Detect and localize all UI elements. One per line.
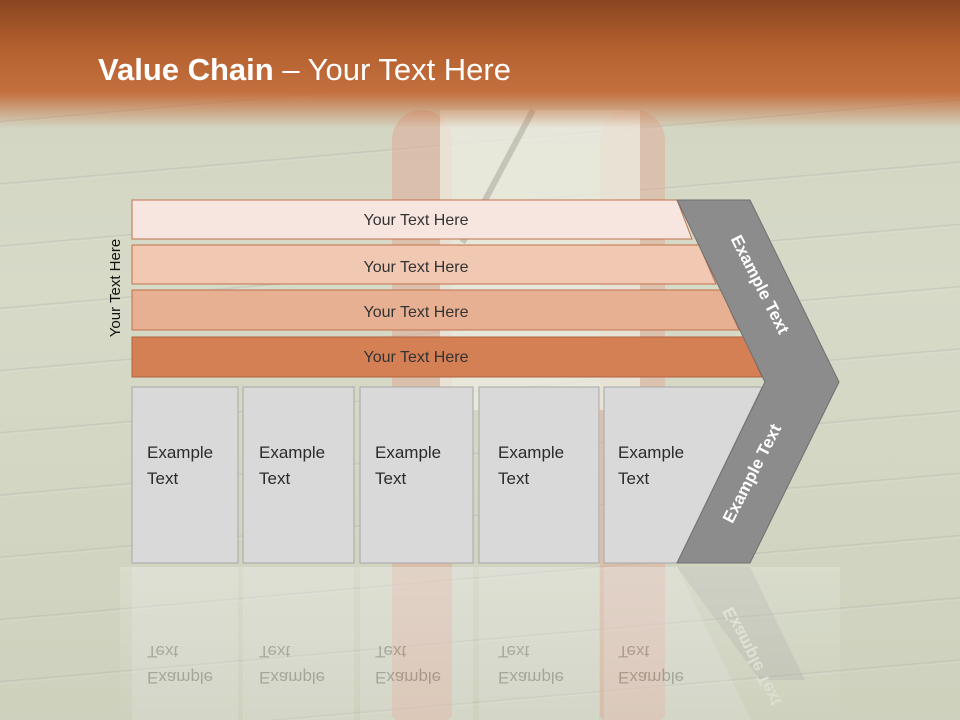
title-bold: Value Chain xyxy=(98,52,274,87)
primary-box-label: Text xyxy=(498,469,529,488)
support-row[interactable]: Your Text Here xyxy=(131,199,693,240)
margin-chevron[interactable]: Example Text Example Text xyxy=(676,199,840,564)
support-activities: Your Text Here Your Text Here Your Text … xyxy=(131,199,763,378)
support-row-label: Your Text Here xyxy=(364,349,469,366)
primary-box-label: Example xyxy=(259,443,325,462)
primary-box-label: Text xyxy=(259,469,290,488)
primary-box[interactable]: Example Text xyxy=(242,386,355,564)
primary-box-label: Text xyxy=(618,469,649,488)
support-row[interactable]: Your Text Here xyxy=(131,336,763,378)
title-bar: Value Chain – Your Text Here xyxy=(0,0,960,128)
title-rest: – Your Text Here xyxy=(273,52,511,87)
primary-box-label: Example xyxy=(618,443,684,462)
primary-box-label: Example xyxy=(498,443,564,462)
primary-box-label: Text xyxy=(375,469,406,488)
support-row-label: Your Text Here xyxy=(364,259,469,276)
primary-box-label: Example xyxy=(147,443,213,462)
support-row-label: Your Text Here xyxy=(364,304,469,321)
primary-activities: Example Text Example Text Example Text E… xyxy=(131,386,763,564)
primary-box[interactable]: Example Text xyxy=(131,386,239,564)
reflection-fade xyxy=(120,567,840,720)
support-row[interactable]: Your Text Here xyxy=(131,289,740,331)
primary-box[interactable]: Example Text xyxy=(359,386,474,564)
slide-title: Value Chain – Your Text Here xyxy=(98,52,511,88)
primary-box-label: Example xyxy=(375,443,441,462)
support-row-label: Your Text Here xyxy=(364,212,469,229)
primary-box[interactable]: Example Text xyxy=(478,386,600,564)
primary-box-label: Text xyxy=(147,469,178,488)
support-row[interactable]: Your Text Here xyxy=(131,244,717,285)
